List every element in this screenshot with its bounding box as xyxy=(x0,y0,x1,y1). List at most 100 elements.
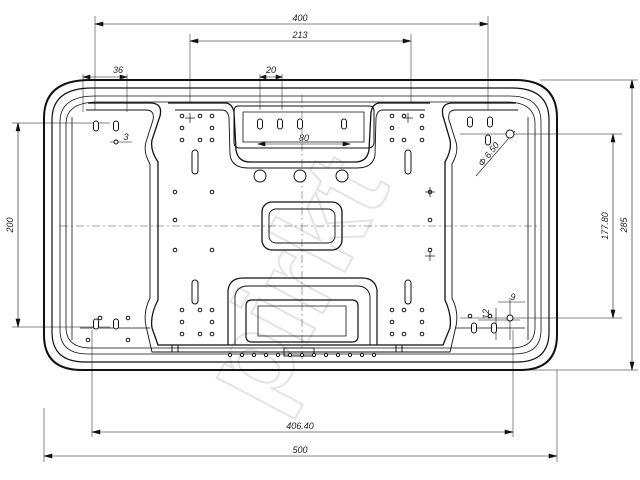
hole xyxy=(197,113,203,119)
slot xyxy=(113,120,119,132)
extension-lines xyxy=(12,16,638,462)
slot xyxy=(404,279,412,305)
hole xyxy=(419,331,425,337)
hole xyxy=(197,137,203,143)
hole xyxy=(209,319,215,325)
hole xyxy=(172,217,178,223)
slot xyxy=(467,116,473,128)
slot xyxy=(191,149,199,175)
hole xyxy=(125,315,131,321)
slot xyxy=(341,118,347,130)
hole xyxy=(401,113,407,119)
hole xyxy=(125,337,131,343)
hole xyxy=(401,331,407,337)
centre-lines xyxy=(60,95,540,360)
hole xyxy=(97,315,103,321)
hole xyxy=(505,129,515,139)
slot xyxy=(191,279,199,305)
slot xyxy=(485,134,491,146)
dim-slot-spacing: 36 xyxy=(113,65,123,75)
slot xyxy=(471,322,477,334)
hole xyxy=(179,331,185,337)
hole xyxy=(179,125,185,131)
slot xyxy=(113,318,119,330)
hole xyxy=(197,331,203,337)
hole xyxy=(253,169,267,183)
hole xyxy=(287,352,293,358)
dim-mount-height: 200 xyxy=(5,217,15,233)
hole xyxy=(419,307,425,313)
hole xyxy=(419,113,425,119)
hole xyxy=(335,352,341,358)
inner-recess xyxy=(71,102,529,357)
slot xyxy=(297,118,303,130)
hole xyxy=(209,113,215,119)
dim-inner-width: 213 xyxy=(291,30,307,40)
hole xyxy=(419,137,425,143)
hole xyxy=(389,307,395,313)
hole xyxy=(179,137,185,143)
hole xyxy=(172,189,178,195)
hole xyxy=(275,352,281,358)
hole xyxy=(347,352,353,358)
dim-slot-offset: 3 xyxy=(123,132,128,142)
hole xyxy=(401,307,407,313)
hole xyxy=(419,125,425,131)
hole xyxy=(179,307,185,313)
hole xyxy=(113,139,119,145)
watermark: pirkt xyxy=(173,133,415,428)
hole xyxy=(323,352,329,358)
dim-slot-pitch: 20 xyxy=(265,65,276,75)
hole xyxy=(239,352,245,358)
slot xyxy=(277,118,283,130)
hole xyxy=(487,313,493,319)
dim-edge-12: 12 xyxy=(481,309,491,319)
hole xyxy=(209,125,215,131)
hole xyxy=(172,247,178,253)
hole xyxy=(179,113,185,119)
hole xyxy=(389,113,395,119)
hole xyxy=(401,137,407,143)
hole xyxy=(389,137,395,143)
dimension-lines xyxy=(15,21,635,459)
dim-overall-width-500: 500 xyxy=(292,445,307,455)
hole xyxy=(209,247,215,253)
hole xyxy=(209,307,215,313)
hole xyxy=(299,352,305,358)
hole xyxy=(506,314,514,322)
hole xyxy=(293,169,307,183)
hole xyxy=(389,125,395,131)
slot xyxy=(93,318,99,330)
hole xyxy=(389,331,395,337)
watermark-text: pirkt xyxy=(174,134,414,427)
hole xyxy=(227,352,233,358)
hole xyxy=(197,307,203,313)
dim-hole-width: 406.40 xyxy=(286,421,314,431)
hole xyxy=(263,352,269,358)
dim-handle-width: 80 xyxy=(299,133,309,143)
hole xyxy=(427,217,433,223)
hole xyxy=(467,313,473,319)
hole xyxy=(209,331,215,337)
slot xyxy=(487,116,493,128)
hole xyxy=(209,189,215,195)
hole xyxy=(311,352,317,358)
hole xyxy=(371,352,377,358)
dim-hole-height: 177.80 xyxy=(600,212,610,240)
hole xyxy=(179,319,185,325)
mounting-holes xyxy=(85,113,515,358)
dim-overall-width: 400 xyxy=(292,13,307,23)
hole xyxy=(335,169,349,183)
dim-overall-height: 285 xyxy=(619,217,629,234)
hole xyxy=(389,319,395,325)
slot xyxy=(404,149,412,175)
hole xyxy=(209,137,215,143)
hole xyxy=(359,352,365,358)
hole xyxy=(251,352,257,358)
slot xyxy=(93,120,99,132)
slot xyxy=(491,322,497,334)
tray-outline xyxy=(43,79,558,371)
hole xyxy=(419,319,425,325)
slot xyxy=(257,118,263,130)
